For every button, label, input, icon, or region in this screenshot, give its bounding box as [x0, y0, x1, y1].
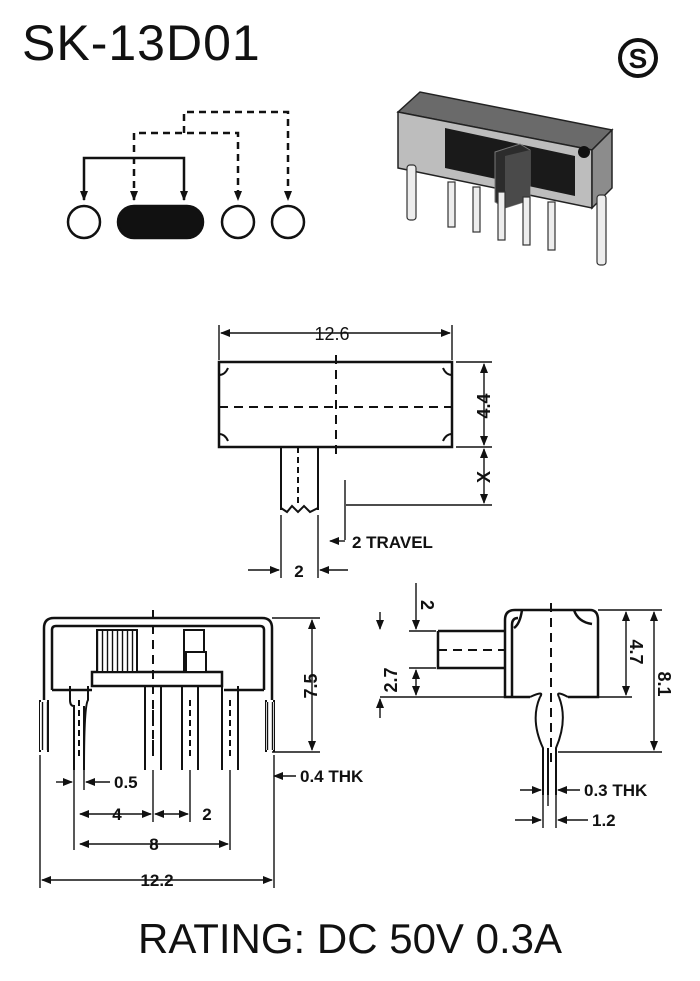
knob-width-label: 2: [417, 600, 437, 610]
safety-mark-icon: S: [618, 38, 658, 78]
slider-contact: [116, 204, 205, 240]
top-actuator: [280, 447, 319, 514]
dashed-path-1: [130, 131, 242, 201]
part-number-title: SK-13D01: [22, 15, 261, 71]
body-height-label: 4.7: [626, 639, 646, 664]
switch-schematic: [66, 110, 306, 240]
rating-text: RATING: DC 50V 0.3A: [137, 915, 563, 962]
dashed-path-2: [182, 110, 292, 201]
top-height-label: 4.4: [474, 393, 494, 418]
front-view: [39, 610, 320, 888]
contact-circles: [66, 204, 306, 240]
overall-height-label: 8.1: [654, 671, 674, 696]
front-frame: [42, 616, 274, 700]
pitch-b-label: 2: [202, 805, 211, 824]
travel-label: 2 TRAVEL: [352, 533, 433, 552]
pin-span-label: 8: [149, 835, 158, 854]
safety-mark-letter: S: [629, 43, 648, 74]
top-view: [217, 325, 492, 578]
top-width-label: 12.6: [314, 324, 349, 344]
product-illustration: [396, 91, 614, 266]
side-pin: [529, 692, 569, 795]
side-thickness-label: 0.3 THK: [584, 781, 648, 800]
side-view: [376, 583, 662, 828]
pin-width-label: 0.5: [114, 773, 138, 792]
front-base: [90, 670, 224, 688]
knob-offset-label: 2.7: [381, 667, 401, 692]
front-actuator: [96, 629, 207, 673]
front-height-label: 7.5: [301, 673, 321, 698]
front-pins: [69, 686, 239, 771]
overall-width-label: 12.2: [140, 871, 173, 890]
actuator-width-label: 2: [294, 562, 303, 581]
side-body: [436, 608, 600, 699]
side-pin-label: 1.2: [592, 811, 616, 830]
pitch-a-label: 4: [112, 805, 122, 824]
top-offset-label: X: [474, 471, 494, 483]
front-thickness-label: 0.4 THK: [300, 767, 364, 786]
